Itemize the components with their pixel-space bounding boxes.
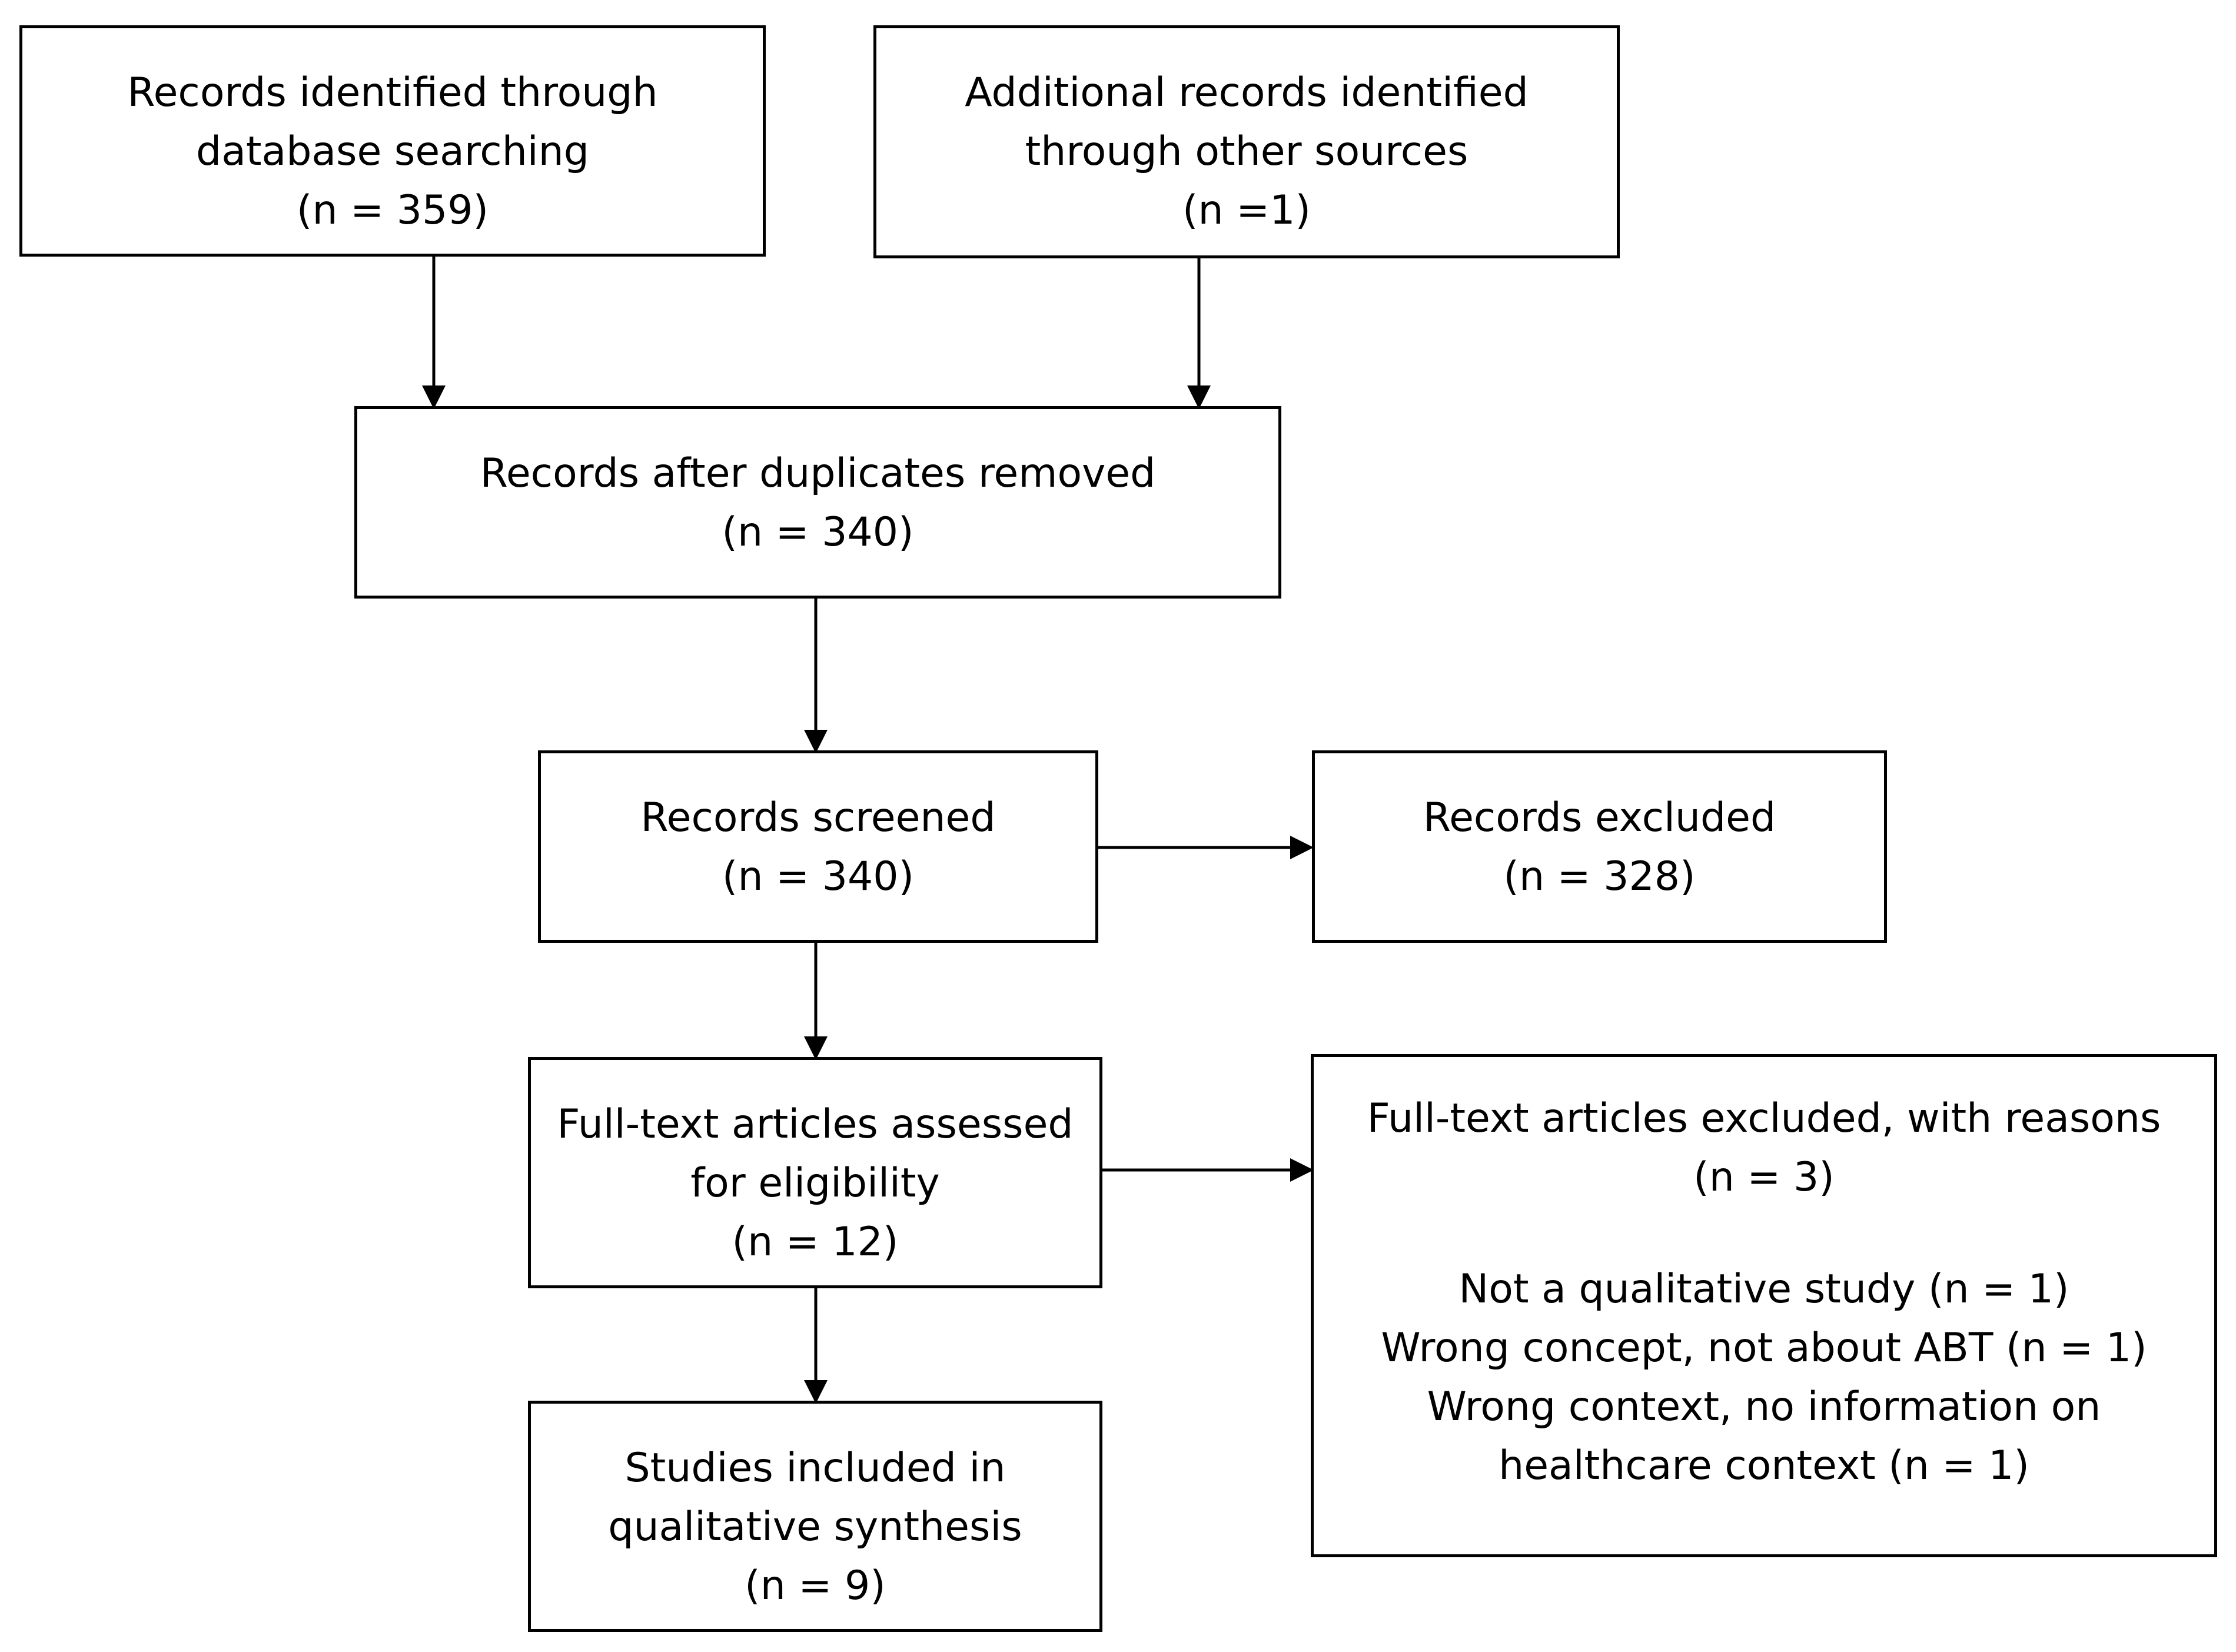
box-fulltext-excluded: Full-text articles excluded, with reason… <box>1311 1054 2217 1557</box>
box-records-after-duplicates: Records after duplicates removed (n = 34… <box>354 406 1281 599</box>
box-line: Full-text articles excluded, with reason… <box>1367 1095 2161 1142</box>
box-studies-included: Studies included in qualitative synthesi… <box>528 1401 1102 1632</box>
box-line: (n = 340) <box>722 853 915 900</box>
box-line: Records screened <box>640 795 996 841</box>
exclusion-reason: healthcare context (n = 1) <box>1499 1442 2029 1489</box>
box-line: qualitative synthesis <box>608 1504 1022 1550</box>
exclusion-reason: Not a qualitative study (n = 1) <box>1458 1266 2069 1312</box>
box-line: (n = 3) <box>1693 1154 1835 1201</box>
box-line: (n = 12) <box>732 1219 899 1265</box>
box-line: (n = 9) <box>745 1563 886 1609</box>
box-line: Records after duplicates removed <box>480 450 1156 497</box>
box-additional-records-other-sources: Additional records identified through ot… <box>873 25 1620 258</box>
box-line: database searching <box>196 128 589 175</box>
box-records-identified-database: Records identified through database sear… <box>19 25 766 257</box>
box-line: (n = 359) <box>296 187 489 234</box>
box-line: through other sources <box>1025 128 1468 175</box>
exclusion-reason: Wrong context, no information on <box>1427 1384 2101 1430</box>
box-line: Records identified through <box>127 69 658 116</box>
box-line: (n = 340) <box>722 509 914 556</box>
box-line: (n =1) <box>1182 187 1311 234</box>
box-records-screened: Records screened (n = 340) <box>538 750 1098 943</box>
box-line: (n = 328) <box>1503 853 1696 900</box>
box-line: Additional records identified <box>965 69 1529 116</box>
box-line: Full-text articles assessed <box>557 1101 1074 1148</box>
box-fulltext-assessed: Full-text articles assessed for eligibil… <box>528 1057 1102 1288</box>
exclusion-reason: Wrong concept, not about ABT (n = 1) <box>1381 1325 2147 1371</box>
box-line: for eligibility <box>690 1160 940 1206</box>
box-records-excluded: Records excluded (n = 328) <box>1312 750 1887 943</box>
box-line: Records excluded <box>1423 795 1776 841</box>
box-line: Studies included in <box>624 1445 1006 1491</box>
